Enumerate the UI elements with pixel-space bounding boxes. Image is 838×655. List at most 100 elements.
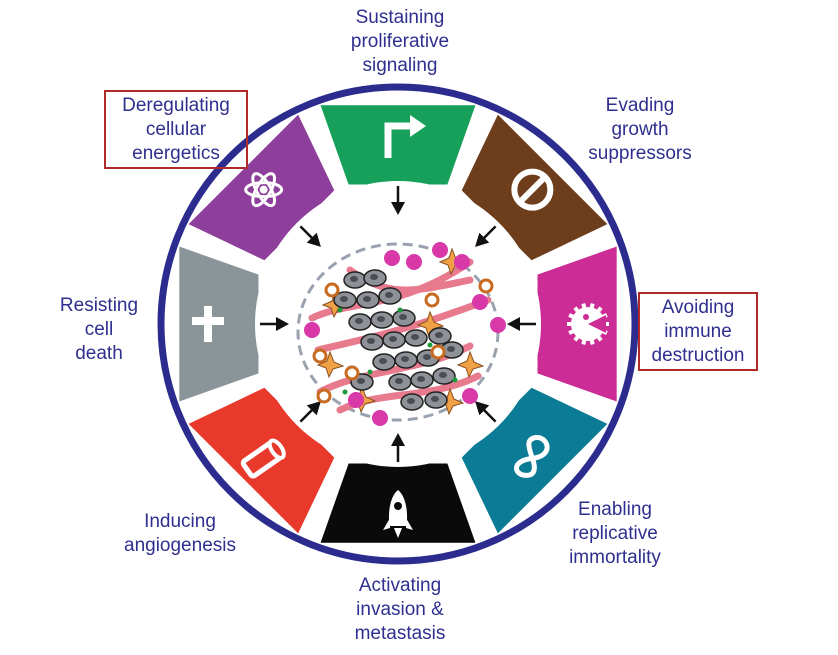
- immune-cell: [472, 294, 488, 310]
- label-line: cell: [84, 319, 114, 340]
- label-line: Sustaining: [355, 7, 445, 28]
- fibroblast-cell: [316, 350, 345, 379]
- fibroblast-cell: [416, 310, 445, 339]
- ringed-cell: [324, 282, 340, 298]
- label-inducing-angiogenesis: Inducing angiogenesis: [110, 510, 250, 558]
- green-particle: [342, 389, 348, 395]
- cross-icon: [192, 306, 224, 342]
- ringed-cell: [312, 348, 328, 364]
- label-line: metastasis: [354, 623, 446, 644]
- cell-nucleus: [407, 398, 415, 404]
- pointer-arrow-immune: [507, 317, 536, 331]
- label-line: energetics: [132, 143, 220, 164]
- label-line: angiogenesis: [124, 535, 236, 556]
- pointer-arrow-energetics: [299, 225, 321, 247]
- cell-nucleus: [435, 332, 443, 338]
- cell-nucleus: [385, 292, 393, 298]
- immune-cell: [304, 322, 320, 338]
- ringed-cell: [478, 278, 494, 294]
- ringed-cell: [344, 365, 360, 381]
- cell-nucleus: [439, 372, 447, 378]
- pointer-arrow-sustaining: [391, 186, 405, 215]
- label-sustaining-proliferative-signaling: Sustaining proliferative signaling: [330, 6, 470, 78]
- cell-nucleus: [401, 356, 409, 362]
- green-particle: [427, 342, 433, 348]
- green-particle: [367, 369, 373, 375]
- cell-nucleus: [355, 318, 363, 324]
- label-line: Resisting: [59, 295, 139, 316]
- fibroblast-cell: [436, 387, 465, 416]
- outer-ring: [157, 83, 639, 565]
- wheel-icons: [192, 115, 609, 538]
- label-line: immortality: [569, 547, 661, 568]
- label-line: Inducing: [144, 511, 216, 532]
- green-particle: [452, 377, 458, 383]
- fibroblast-cell: [456, 350, 485, 379]
- cell-nucleus: [411, 334, 419, 340]
- cell-nucleus: [423, 354, 431, 360]
- tumor-illustration: [296, 242, 506, 426]
- label-line: suppressors: [588, 143, 692, 164]
- label-line: destruction: [651, 345, 745, 366]
- immune-cell: [384, 250, 400, 266]
- ringed-cell: [430, 344, 446, 360]
- immune-cell: [490, 317, 506, 333]
- label-line: Deregulating: [122, 95, 230, 116]
- cell-nucleus: [431, 396, 439, 402]
- cell-nucleus: [363, 296, 371, 302]
- immune-cell: [432, 242, 448, 258]
- label-line: invasion &: [356, 599, 444, 620]
- pointer-arrow-death: [260, 317, 289, 331]
- label-line: Evading: [605, 95, 675, 116]
- cell-nucleus: [379, 358, 387, 364]
- cell-nucleus: [370, 274, 378, 280]
- label-activating-invasion-metastasis: Activating invasion & metastasis: [335, 574, 465, 646]
- ringed-cell: [316, 388, 332, 404]
- label-line: death: [75, 343, 123, 364]
- label-line: immune: [664, 321, 732, 342]
- label-enabling-replicative-immortality: Enabling replicative immortality: [545, 498, 685, 570]
- pointer-arrow-angiogenesis: [299, 401, 321, 423]
- cell-nucleus: [350, 276, 358, 282]
- cell-nucleus: [399, 314, 407, 320]
- cell-nucleus: [447, 346, 455, 352]
- rocket-icon: [383, 490, 413, 538]
- immune-cell: [406, 254, 422, 270]
- cell-nucleus: [340, 296, 348, 302]
- immune-cell: [348, 392, 364, 408]
- immune-cell: [454, 254, 470, 270]
- atom-icon: [244, 172, 284, 208]
- cell-nucleus: [357, 378, 365, 384]
- label-line: Activating: [358, 575, 442, 596]
- cell-nucleus: [367, 338, 375, 344]
- no-entry-icon: [511, 168, 554, 211]
- label-line: signaling: [362, 55, 438, 76]
- cell-nucleus: [395, 378, 403, 384]
- label-resisting-cell-death: Resisting cell death: [44, 294, 154, 366]
- cell-nucleus: [417, 376, 425, 382]
- pointer-arrows: [260, 186, 536, 462]
- pointer-arrow-immortality: [475, 401, 497, 423]
- label-evading-growth-suppressors: Evading growth suppressors: [570, 94, 710, 166]
- label-line: replicative: [572, 523, 658, 544]
- cell-nucleus: [377, 316, 385, 322]
- infinity-icon: [514, 434, 550, 478]
- green-particle: [397, 307, 403, 313]
- label-line: growth: [611, 119, 669, 140]
- label-line: Avoiding: [661, 297, 735, 318]
- arrow-icon: [384, 115, 426, 158]
- pointer-arrow-invasion: [391, 433, 405, 462]
- segment-sustaining: [320, 105, 476, 185]
- immune-cell: [372, 410, 388, 426]
- label-line: cellular: [145, 119, 207, 140]
- vessel-icon: [240, 438, 286, 479]
- label-line: proliferative: [350, 31, 450, 52]
- green-particle: [337, 307, 343, 313]
- ringed-cell: [424, 292, 440, 308]
- pointer-arrow-evading: [475, 225, 497, 247]
- label-avoiding-immune-destruction: Avoiding immune destruction: [638, 292, 758, 371]
- label-deregulating-cellular-energetics: Deregulating cellular energetics: [104, 90, 248, 169]
- cell-nucleus: [389, 336, 397, 342]
